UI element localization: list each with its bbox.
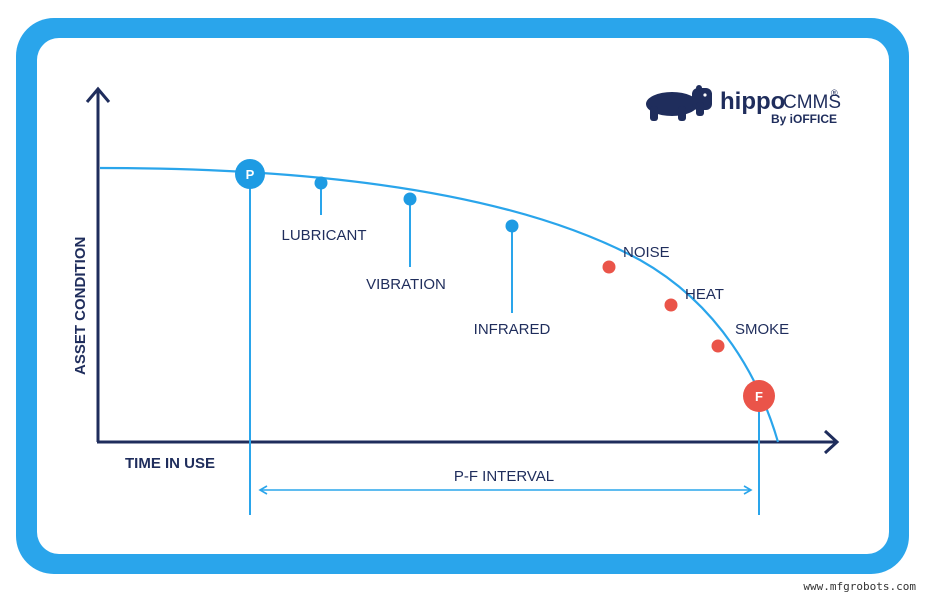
infrared-marker: [505, 219, 519, 233]
smoke-label: SMOKE: [735, 321, 789, 338]
lubricant-label: LUBRICANT: [281, 227, 366, 244]
pf-interval-label: P-F INTERVAL: [454, 468, 554, 485]
logo-byline: By iOFFICE: [771, 112, 837, 126]
p-point-label: P: [246, 167, 255, 182]
x-axis-label: TIME IN USE: [125, 455, 215, 472]
infrared-label: INFRARED: [474, 321, 551, 338]
heat-label: HEAT: [685, 286, 724, 303]
lubricant-marker: [314, 176, 328, 190]
watermark: www.mfgrobots.com: [803, 580, 916, 593]
logo-product: CMMS: [783, 92, 841, 113]
p-point: P: [235, 159, 265, 189]
heat-marker: [664, 298, 678, 312]
smoke-marker: [711, 339, 725, 353]
degradation-curve: [99, 166, 780, 443]
hippo-icon: [646, 85, 712, 121]
axes: ASSET CONDITION TIME IN USE: [72, 86, 840, 472]
y-axis-label: ASSET CONDITION: [72, 237, 89, 375]
x-axis-arrow-icon: [823, 429, 840, 455]
vibration-marker: [403, 192, 417, 206]
logo-registered: ®: [831, 88, 838, 98]
vibration-label: VIBRATION: [366, 276, 446, 293]
f-point-label: F: [755, 389, 763, 404]
diagram-card: [37, 38, 889, 554]
logo-brand: hippo: [720, 88, 785, 115]
y-axis-arrow-icon: [85, 86, 111, 103]
noise-marker: [602, 260, 616, 274]
hippo-cmms-logo: hippo CMMS ® By iOFFICE: [646, 85, 841, 126]
noise-label: NOISE: [623, 244, 670, 261]
f-point: F: [743, 380, 775, 412]
